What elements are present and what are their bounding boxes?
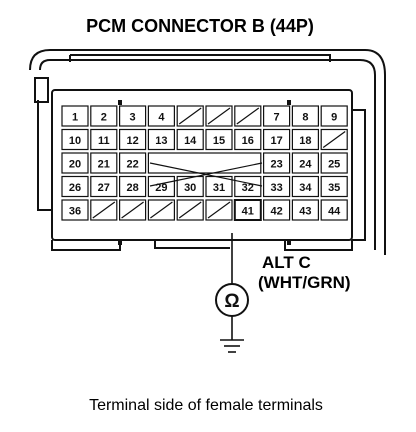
pin-2 [90,105,118,127]
pin-label-7: 7 [274,112,280,124]
blank-cavity-slash [178,201,202,219]
pin-label-17: 17 [270,135,282,147]
pin-label-23: 23 [270,159,282,171]
pin-label-14: 14 [184,135,197,147]
pin-label-26: 26 [69,182,81,194]
pin-15 [205,128,233,151]
pin-label-24: 24 [299,159,312,171]
locating-tick [118,240,122,245]
pin-42 [263,199,291,221]
pin-22 [118,152,147,174]
pin-label-43: 43 [299,206,311,218]
wire-label-line1: ALT C [262,253,311,272]
pin-label-36: 36 [69,206,81,218]
pin-label-1: 1 [72,112,78,124]
ground-icon [220,339,244,353]
blank-cavity-slash [207,107,231,125]
pin-label-11: 11 [98,135,110,147]
pin-label-13: 13 [155,135,167,147]
pin-16 [234,128,262,151]
pin-36 [61,199,89,221]
locating-tick [118,100,122,105]
ohmmeter-icon: Ω [215,283,249,317]
pin-label-12: 12 [126,135,138,147]
locating-tick [287,240,291,245]
pin-label-30: 30 [184,182,196,194]
pin-13 [147,128,175,151]
blank-cavity-x [149,162,263,187]
blank-cavity-slash [150,201,173,219]
pin-41 [233,199,262,221]
pin-43 [291,199,319,221]
locating-tick [287,100,291,105]
pin-label-34: 34 [299,182,312,194]
pin-label-15: 15 [213,135,225,147]
pin-26 [61,175,89,198]
pin-label-42: 42 [270,206,282,218]
pin-21 [90,152,118,174]
caption: Terminal side of female terminals [89,397,323,414]
pin-35 [320,175,348,198]
pin-7 [263,105,291,127]
pin-label-16: 16 [242,135,254,147]
blank-cavity-slash [178,107,202,125]
blank-cavity-slash [322,131,346,148]
pin-label-28: 28 [126,182,138,194]
pin-label-41: 41 [242,206,254,218]
pin-label-18: 18 [299,135,311,147]
pin-1 [61,105,89,127]
pin-label-25: 25 [328,159,340,171]
pin-33 [263,175,291,198]
pin-30 [176,175,204,198]
pin-label-44: 44 [328,206,341,218]
pin-11 [90,128,118,151]
pin-label-2: 2 [101,112,107,124]
pin-10 [61,128,89,151]
diagram-title: PCM CONNECTOR B (44P) [86,16,314,36]
pin-label-35: 35 [328,182,340,194]
pin-label-33: 33 [270,182,282,194]
pin-44 [320,199,348,221]
pin-25 [320,152,348,174]
pin-31 [205,175,233,198]
ohm-symbol: Ω [224,291,239,312]
blank-cavity-slash [121,201,144,219]
pin-label-20: 20 [69,159,81,171]
pin-label-27: 27 [98,182,110,194]
pin-24 [291,152,319,174]
blank-cavity-slash [92,201,116,219]
pin-label-4: 4 [158,112,165,124]
pin-label-21: 21 [98,159,110,171]
pin-28 [118,175,147,198]
pin-14 [176,128,204,151]
pin-27 [90,175,118,198]
pin-29 [147,175,175,198]
wire-label-line2: (WHT/GRN) [258,273,351,292]
pin-label-9: 9 [331,112,337,124]
blank-cavity-zone [147,152,262,174]
pin-3 [118,105,147,127]
pin-18 [291,128,319,151]
connector-shell [29,49,386,255]
pin-34 [291,175,319,198]
pin-23 [263,152,291,174]
pin-label-29: 29 [155,182,167,194]
pin-8 [291,105,319,127]
pin-label-10: 10 [69,135,81,147]
pin-label-22: 22 [126,159,138,171]
pin-9 [320,105,348,127]
pin-20 [61,152,89,174]
pin-17 [263,128,291,151]
pin-label-32: 32 [242,182,254,194]
blank-cavity-slash [236,107,260,125]
blank-cavity-slash [207,201,231,219]
pin-label-8: 8 [302,112,308,124]
pin-4 [147,105,175,127]
pin-12 [118,128,147,151]
pin-label-3: 3 [130,112,136,124]
pin-label-31: 31 [213,182,225,194]
